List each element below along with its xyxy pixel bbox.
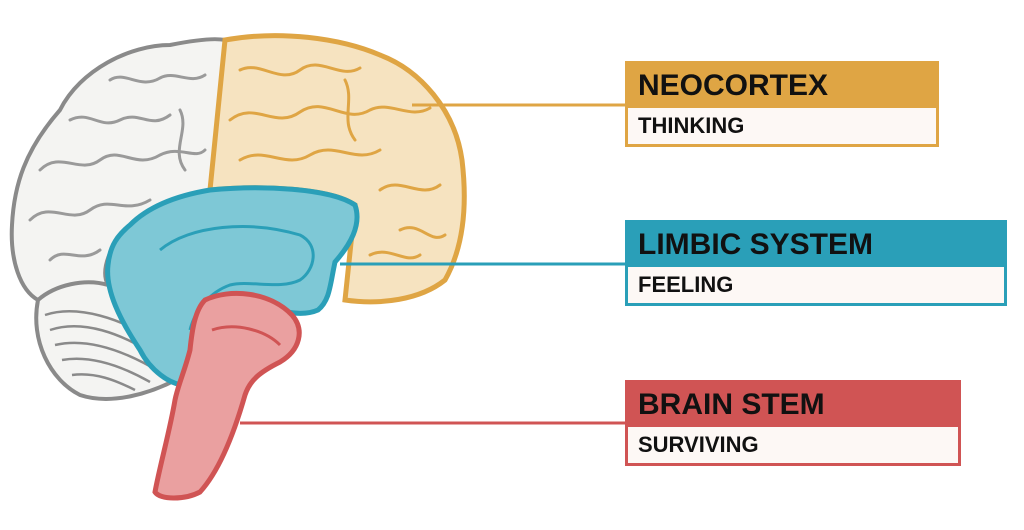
neocortex-label-box: NEOCORTEX THINKING (625, 61, 939, 147)
limbic-inner-fold (159, 225, 315, 331)
limbic-label-box: LIMBIC SYSTEM FEELING (625, 220, 1007, 306)
frontal-gyri (28, 73, 207, 262)
brain-stem-subtitle: SURVIVING (638, 432, 759, 457)
neocortex-subtitle: THINKING (638, 113, 745, 138)
neocortex-gyri (228, 63, 447, 260)
brain-stem-region (152, 290, 302, 501)
neocortex-title: NEOCORTEX (628, 64, 936, 108)
brain-stem-label-box: BRAIN STEM SURVIVING (625, 380, 961, 466)
limbic-title: LIMBIC SYSTEM (628, 223, 1004, 267)
brain-stem-title: BRAIN STEM (628, 383, 958, 427)
limbic-subtitle: FEELING (638, 272, 734, 297)
brain-stem-fold (211, 325, 282, 347)
